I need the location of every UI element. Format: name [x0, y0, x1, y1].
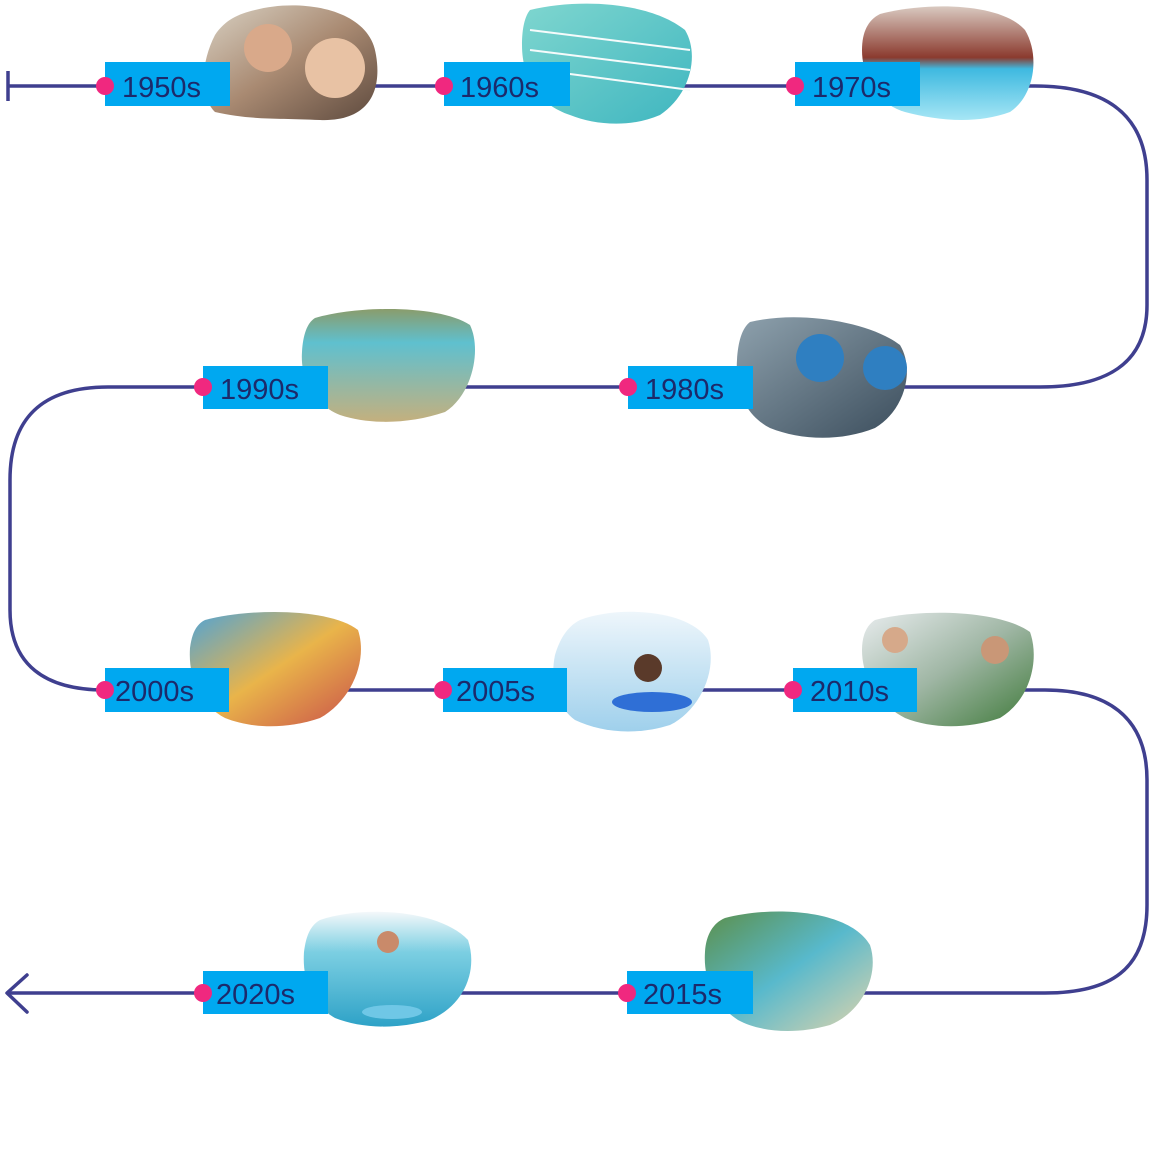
milestone-1990s: 1990s: [194, 308, 476, 422]
year-label: 1990s: [220, 374, 299, 406]
milestone-2010s: 2010s: [784, 612, 1034, 727]
milestone-dot: [194, 378, 212, 396]
child-face: [305, 38, 365, 98]
year-label: 2000s: [115, 676, 194, 708]
timeline-line: [8, 84, 1149, 995]
milestone-dot: [194, 984, 212, 1002]
year-label: 2015s: [643, 979, 722, 1011]
year-label-box: [795, 62, 920, 106]
surfer-on-wave-photo: [303, 911, 472, 1027]
year-label-box: [443, 668, 567, 712]
milestone-dot: [618, 984, 636, 1002]
surfer-head: [377, 931, 399, 953]
crowded-wave-pool-photo: [301, 308, 476, 422]
rider-head: [981, 636, 1009, 664]
boy-on-bodyboard-photo: [553, 611, 711, 732]
bodyboard: [612, 692, 692, 712]
milestone-1970s: 1970s: [786, 6, 1034, 120]
lane-line: [529, 29, 691, 51]
year-label-box: [105, 62, 230, 106]
milestone-1950s: 1950s: [96, 5, 378, 121]
milestone-dot: [435, 77, 453, 95]
lane-line: [529, 49, 691, 71]
year-label: 1960s: [460, 72, 539, 104]
rider-head: [882, 627, 908, 653]
year-label-box: [105, 668, 229, 712]
surfboard: [362, 1005, 422, 1019]
year-label: 2005s: [456, 676, 535, 708]
year-label: 2010s: [810, 676, 889, 708]
blower-fan: [796, 334, 844, 382]
adult-face: [244, 24, 292, 72]
timeline-end-arrow-icon: [5, 973, 29, 1014]
boy-head: [634, 654, 662, 682]
year-label: 1950s: [122, 72, 201, 104]
milestone-2005s: 2005s: [434, 611, 711, 732]
milestone-dot: [96, 681, 114, 699]
year-label-box: [627, 971, 753, 1014]
year-label-box: [203, 366, 328, 409]
milestone-2000s: 2000s: [96, 611, 361, 727]
milestone-2020s: 2020s: [194, 911, 472, 1027]
milestone-dot: [786, 77, 804, 95]
milestone-dot: [784, 681, 802, 699]
year-label-box: [444, 62, 570, 106]
milestone-dot: [619, 378, 637, 396]
milestone-1960s: 1960s: [435, 3, 692, 124]
year-label-box: [793, 668, 917, 712]
blower-fan: [863, 346, 907, 390]
year-label: 2020s: [216, 979, 295, 1011]
milestone-dot: [434, 681, 452, 699]
milestone-dot: [96, 77, 114, 95]
milestone-2015s: 2015s: [618, 911, 873, 1032]
year-label-box: [203, 971, 328, 1014]
indoor-waterpark-slides-photo: [189, 611, 361, 727]
year-label-box: [628, 366, 753, 409]
year-label: 1970s: [812, 72, 891, 104]
year-label: 1980s: [645, 374, 724, 406]
milestone-1980s: 1980s: [619, 317, 907, 438]
